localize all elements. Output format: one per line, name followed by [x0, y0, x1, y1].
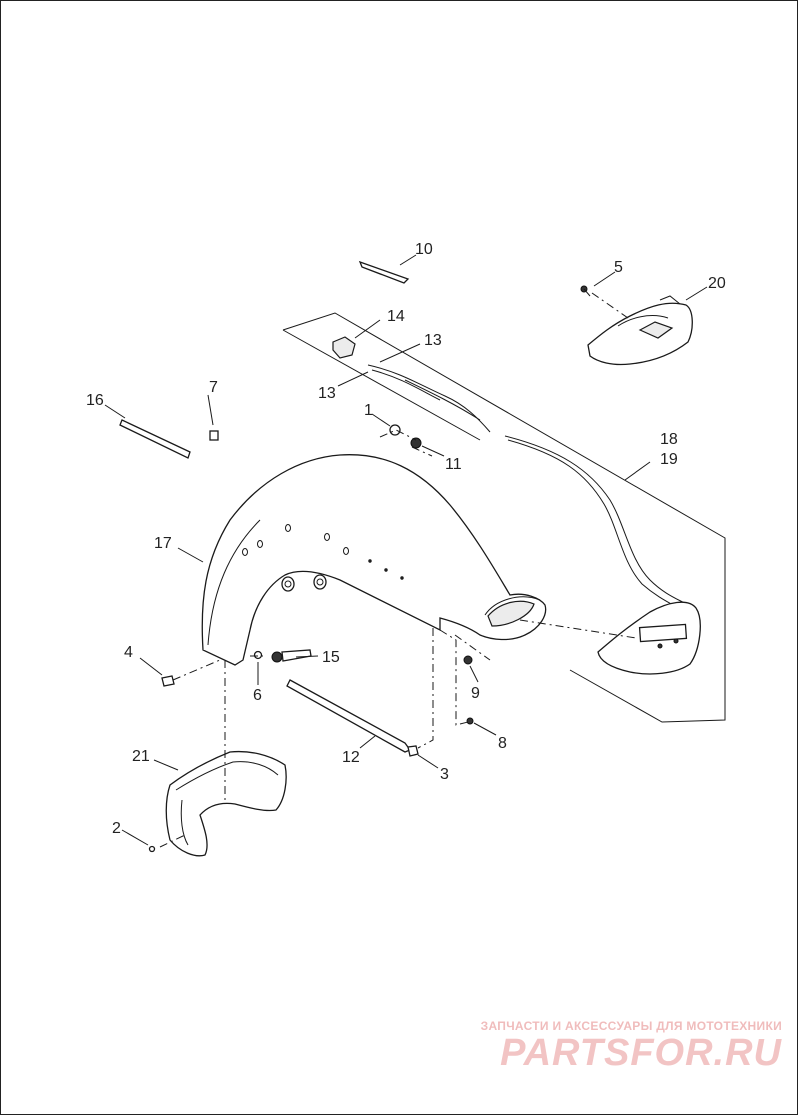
- callout-2: 2: [112, 820, 121, 837]
- part-7-clip[interactable]: [209, 430, 219, 441]
- callout-15: 15: [322, 649, 340, 666]
- part-15-bolt[interactable]: [271, 649, 312, 663]
- callout-18: 18: [660, 431, 678, 448]
- part-5-screw[interactable]: [580, 285, 591, 297]
- callout-13-upper: 13: [424, 332, 442, 349]
- callout-7: 7: [209, 379, 218, 396]
- callout-9: 9: [471, 685, 480, 702]
- watermark: ЗАПЧАСТИ И АКСЕССУАРЫ ДЛЯ МОТОТЕХНИКИ PA…: [481, 1019, 782, 1073]
- part-20-lamp-housing[interactable]: [587, 295, 693, 366]
- part-18-19-harness[interactable]: [504, 435, 701, 675]
- part-21-bracket[interactable]: [165, 750, 287, 857]
- part-1-fastener[interactable]: [389, 424, 401, 436]
- callout-1: 1: [364, 402, 373, 419]
- part-9-nut[interactable]: [463, 655, 473, 665]
- callout-labels: 10 5 20 14 13 13 7 16 1 18 19 11 17 4 15…: [86, 241, 726, 837]
- part-17-rear-fender[interactable]: [201, 454, 547, 666]
- callout-3: 3: [440, 766, 449, 783]
- callout-6: 6: [253, 687, 262, 704]
- callout-16: 16: [86, 392, 104, 409]
- callout-10: 10: [415, 241, 433, 258]
- part-8-screw[interactable]: [466, 717, 474, 725]
- callout-17: 17: [154, 535, 172, 552]
- part-12-strip[interactable]: [286, 679, 412, 753]
- part-6-washer[interactable]: [253, 650, 263, 660]
- part-16-trim-strip[interactable]: [119, 419, 191, 459]
- part-10-strip[interactable]: [358, 260, 410, 284]
- part-2-screw[interactable]: [148, 845, 156, 853]
- assembly-lines: [159, 292, 637, 848]
- part-11-nut[interactable]: [410, 437, 422, 449]
- part-3-screw[interactable]: [407, 745, 419, 757]
- watermark-caption: ЗАПЧАСТИ И АКСЕССУАРЫ ДЛЯ МОТОТЕХНИКИ: [480, 1019, 782, 1033]
- part-13-wires[interactable]: [367, 364, 491, 433]
- part-4-screw[interactable]: [161, 675, 175, 687]
- part-14-connector[interactable]: [332, 336, 356, 359]
- callout-19: 19: [660, 451, 678, 468]
- callout-5: 5: [614, 259, 623, 276]
- callout-8: 8: [498, 735, 507, 752]
- callout-20: 20: [708, 275, 726, 292]
- callout-4: 4: [124, 644, 133, 661]
- callout-14: 14: [387, 308, 405, 325]
- callout-12: 12: [342, 749, 360, 766]
- watermark-logo: PARTSFOR.RU: [500, 1032, 782, 1074]
- leader-lines: [104, 254, 708, 846]
- callout-11: 11: [445, 456, 462, 473]
- callout-13-lower: 13: [318, 385, 336, 402]
- assembly-group-outline-left: [282, 329, 481, 441]
- callout-21: 21: [132, 748, 150, 765]
- assembly-group-outline: [282, 312, 726, 723]
